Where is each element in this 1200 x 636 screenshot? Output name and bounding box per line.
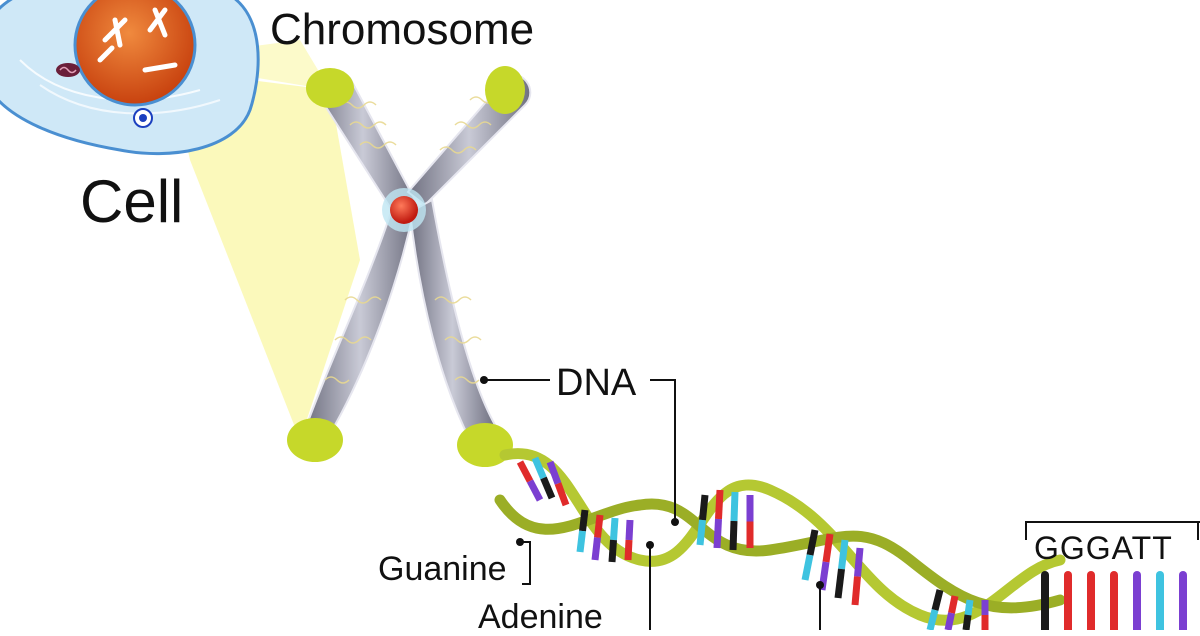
chromosome-tip [457,423,513,467]
base-rung [591,537,601,561]
dna-leader-right [650,379,676,522]
base-rung [554,482,570,507]
base-rung [801,554,814,581]
leader-lines [484,379,1200,630]
base-rung [594,514,604,538]
base-rung [834,568,845,599]
helix-strand-a [499,448,1066,626]
base-rung [944,612,955,631]
base-rung [625,519,634,541]
base-rung [948,595,959,614]
cell-illustration [0,0,260,156]
guanine-leader [520,541,531,585]
chromosome-illustration [287,66,532,467]
base-rung [713,518,722,549]
base-rung [531,456,547,480]
guanine-label: Guanine [378,550,507,588]
base-pairs [516,456,989,631]
base-rung [730,491,739,522]
base-rung [546,460,562,485]
base-rung [931,589,944,611]
helix-strand-b [494,494,1066,614]
base-rung [838,539,849,570]
adenine-label: Adenine [478,598,603,636]
dna-helix-illustration [494,448,1187,634]
sequence-label: GGGATT [1034,530,1173,566]
base-rung [516,460,534,483]
mitochondrion-icon [56,63,80,77]
centrosome-icon [133,108,153,128]
adenine-dot [646,541,654,549]
cell-label: Cell [80,168,184,235]
projection-cone [170,70,360,440]
base-rung [608,539,617,563]
chromosome-tip [287,418,343,462]
dna-helix-dot [671,518,679,526]
guanine-dot [516,538,524,546]
base-rung [699,494,709,521]
base-rung [822,533,834,563]
base-rung [696,519,706,546]
base-rung [806,529,819,556]
chromosome-label: Chromosome [270,5,535,54]
chromosome-tip [306,68,354,108]
pair-dot [816,581,824,589]
base-rung [851,576,861,606]
base-rung [715,489,724,520]
sequence-bases [1041,571,1187,634]
dna-leader-dot [480,376,488,384]
sequence-bracket [1025,521,1200,540]
nucleus [73,0,197,107]
base-rung [579,509,589,532]
base-rung [962,614,972,631]
chromosome-tip [485,66,525,114]
base-rung [576,530,586,553]
base-rung [729,520,738,551]
dna-label: DNA [556,362,637,404]
base-rung [610,517,619,541]
base-rung [926,609,939,631]
base-rung [624,539,633,561]
centromere-core [390,196,418,224]
base-rung [540,476,556,500]
base-rung [526,479,544,502]
base-rung [854,547,864,577]
base-rung [964,599,974,616]
